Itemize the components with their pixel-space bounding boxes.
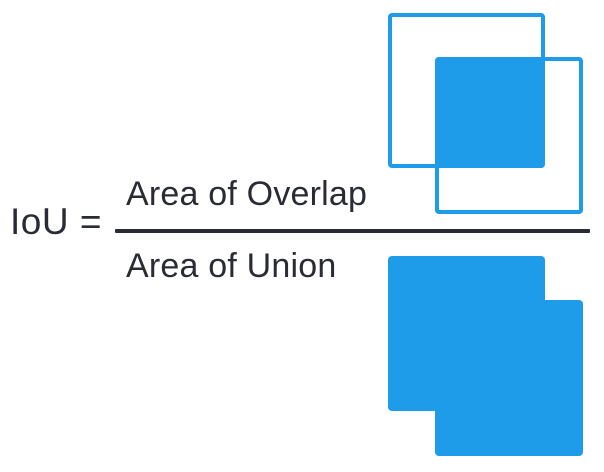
overlap-intersection-region bbox=[435, 57, 545, 168]
union-predicted-box bbox=[435, 300, 583, 456]
union-diagram bbox=[380, 248, 592, 464]
denominator-label: Area of Union bbox=[126, 247, 337, 285]
iou-label: IoU = bbox=[10, 201, 102, 242]
fraction-bar bbox=[115, 229, 590, 233]
numerator-label: Area of Overlap bbox=[126, 175, 368, 213]
overlap-diagram bbox=[380, 5, 592, 223]
